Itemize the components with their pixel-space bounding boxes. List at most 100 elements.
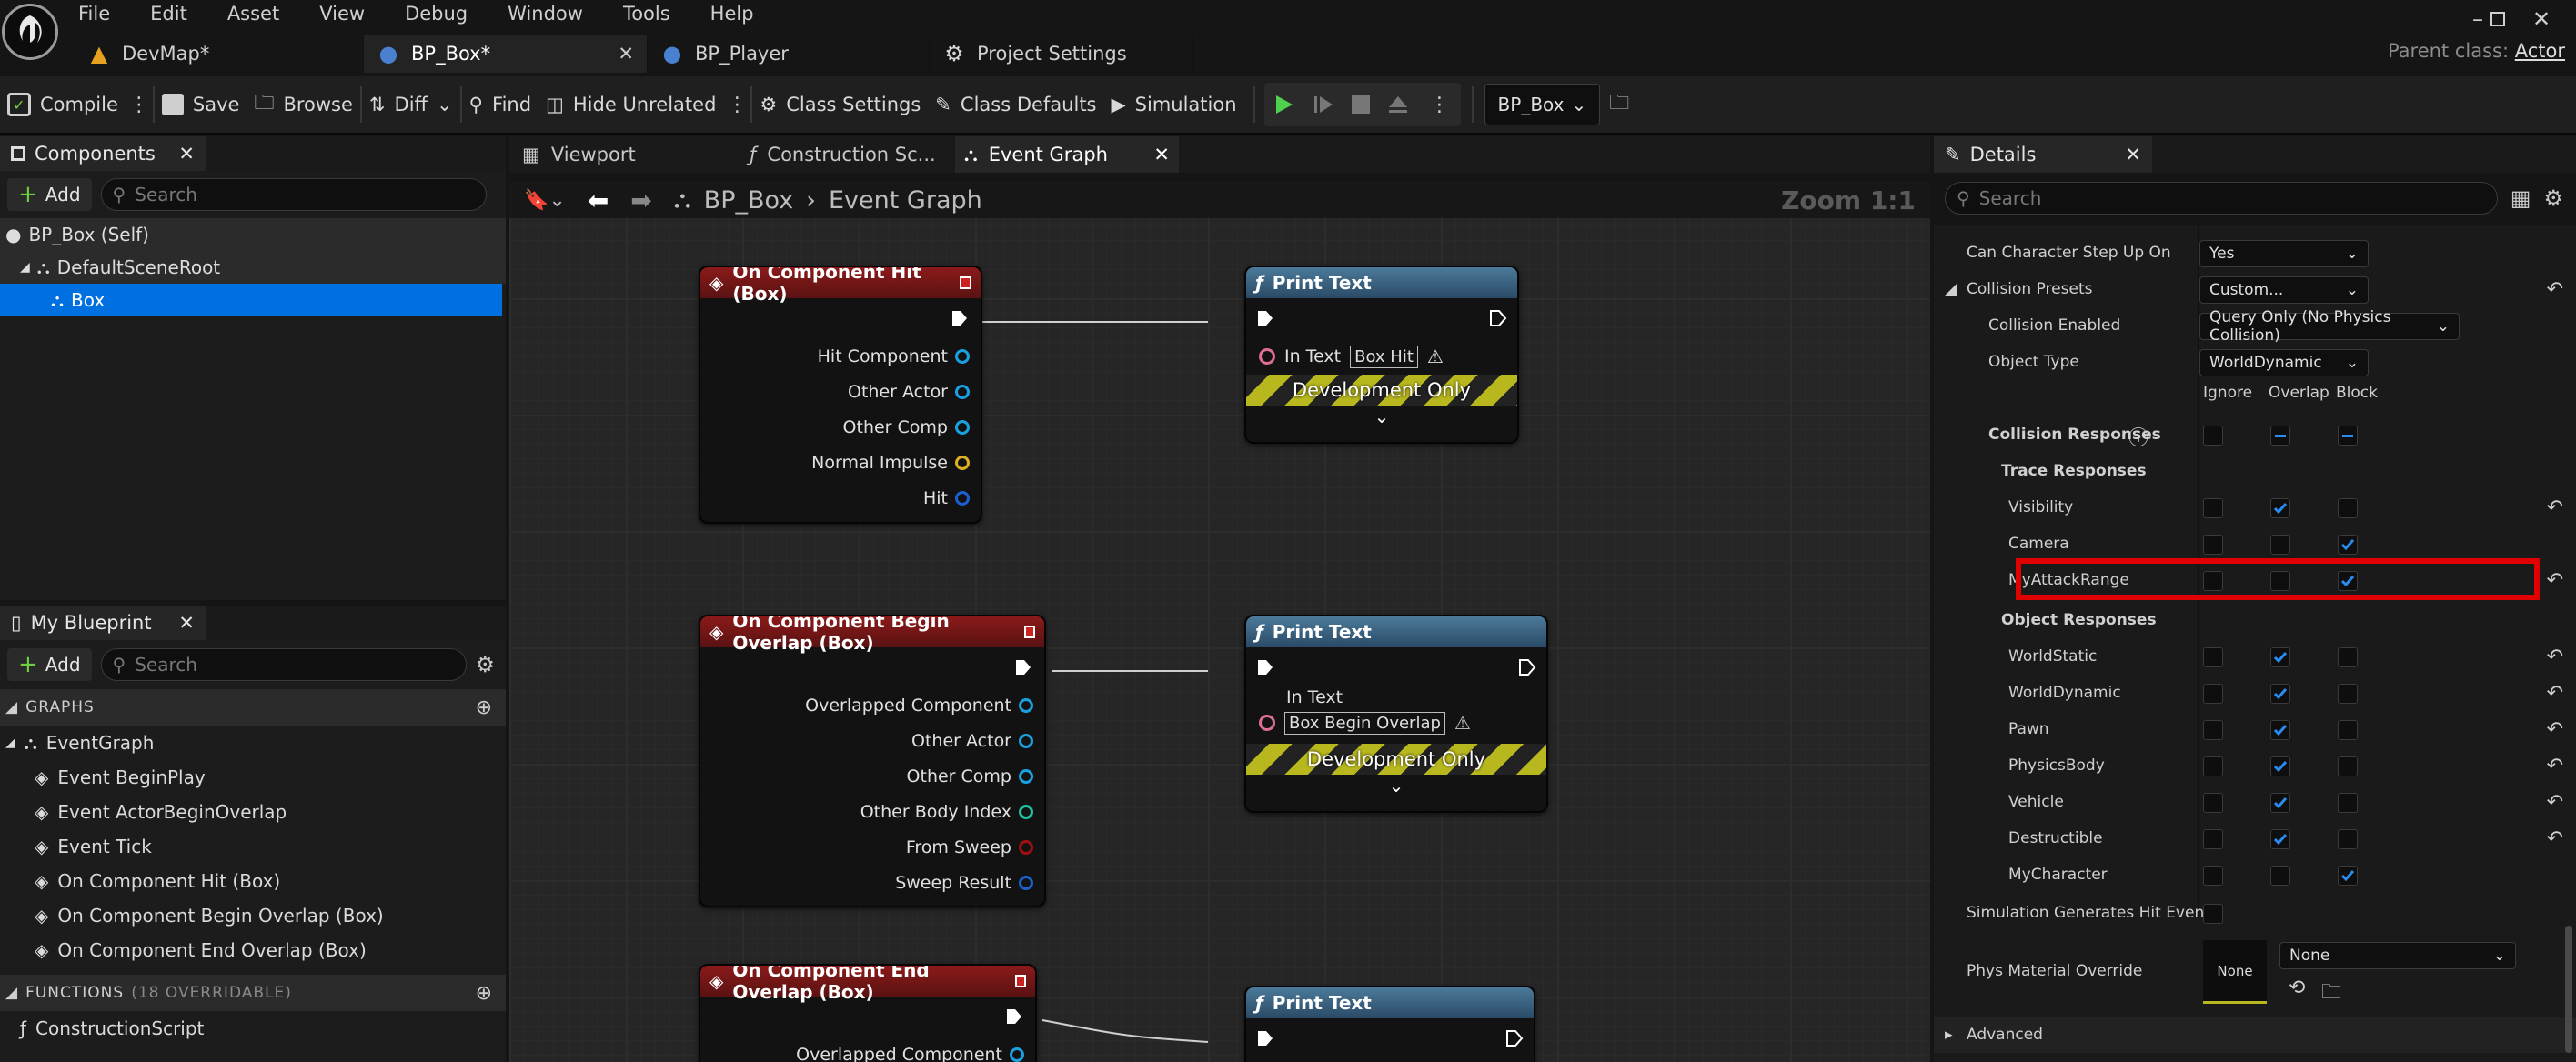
debug-object-dropdown[interactable]: BP_Box⌄: [1484, 84, 1601, 125]
exec-out-pin[interactable]: [1517, 657, 1537, 677]
exec-in-pin[interactable]: [1255, 1028, 1275, 1048]
list-item-eventgraph[interactable]: ◢⛬EventGraph: [5, 732, 155, 754]
expand-chevron-icon[interactable]: ⌄: [1374, 406, 1390, 427]
list-item-event[interactable]: ◈On Component Begin Overlap (Box): [35, 905, 384, 927]
close-icon[interactable]: ✕: [178, 143, 195, 165]
menu-file[interactable]: File: [78, 3, 111, 25]
overlap-checkbox[interactable]: [2270, 793, 2290, 813]
exec-in-pin[interactable]: [1255, 308, 1275, 328]
menu-asset[interactable]: Asset: [226, 3, 280, 25]
compile-options-icon[interactable]: ⋮: [128, 93, 149, 116]
eject-icon[interactable]: [1386, 93, 1410, 116]
block-checkbox[interactable]: [2338, 571, 2358, 591]
tab-event-graph[interactable]: ⛬Event Graph✕: [955, 136, 1179, 173]
overlap-checkbox[interactable]: [2270, 571, 2290, 591]
ignore-checkbox[interactable]: [2203, 866, 2223, 886]
object-type-dropdown[interactable]: WorldDynamic⌄: [2199, 349, 2369, 376]
class-defaults-button[interactable]: ✎Class Defaults: [935, 94, 1097, 115]
gear-icon[interactable]: ⚙: [475, 652, 496, 677]
block-checkbox[interactable]: [2338, 756, 2358, 776]
ignore-checkbox[interactable]: [2203, 571, 2223, 591]
pin-from-sweep[interactable]: From Sweep: [700, 829, 1044, 865]
list-item-event[interactable]: ◈Event BeginPlay: [35, 766, 206, 788]
close-icon[interactable]: ✕: [1153, 144, 1170, 165]
pin-other-comp[interactable]: Other Comp: [700, 758, 1044, 794]
class-settings-button[interactable]: ⚙Class Settings: [760, 94, 921, 115]
table-view-icon[interactable]: ▦: [2510, 185, 2531, 211]
delegate-pin-icon[interactable]: [1015, 975, 1026, 987]
pin-other-actor[interactable]: Other Actor: [700, 723, 1044, 758]
exec-pin[interactable]: [700, 298, 981, 338]
expand-arrow-icon[interactable]: ◢: [20, 260, 30, 275]
back-arrow-icon[interactable]: ⬅: [587, 185, 609, 215]
block-checkbox[interactable]: [2338, 684, 2358, 704]
event-graph-canvas[interactable]: 🔖⌄ ⬅ ➡ ⛬ BP_Box › Event Graph Zoom 1:1 ◈…: [509, 182, 1930, 1062]
tab-my-blueprint[interactable]: ▯ My Blueprint ✕: [0, 606, 206, 640]
block-checkbox[interactable]: [2338, 647, 2358, 667]
pin-normal-impulse[interactable]: Normal Impulse: [700, 445, 981, 480]
can-step-up-dropdown[interactable]: Yes⌄: [2199, 240, 2369, 267]
node-on-component-end-overlap[interactable]: ◈On Component End Overlap (Box) Overlapp…: [699, 964, 1037, 1062]
overlap-all-checkbox[interactable]: [2270, 426, 2290, 446]
add-function-icon[interactable]: ⊕: [475, 981, 493, 1005]
in-text-field[interactable]: Box Begin Overlap: [1284, 711, 1445, 735]
ignore-checkbox[interactable]: [2203, 720, 2223, 740]
exec-pin[interactable]: [700, 647, 1044, 687]
minimize-button[interactable]: –: [2472, 6, 2483, 32]
browse-folder-icon[interactable]: 🗀: [2321, 981, 2342, 1004]
tab-components[interactable]: Components ✕: [0, 136, 206, 171]
reset-arrow-icon[interactable]: ↶: [2546, 718, 2563, 741]
functions-section-header[interactable]: ◢FUNCTIONS(18 OVERRIDABLE) ⊕: [0, 975, 506, 1011]
diff-button[interactable]: ⇅Diff⌄: [368, 94, 453, 115]
block-checkbox[interactable]: [2338, 498, 2358, 518]
overlap-checkbox[interactable]: [2270, 720, 2290, 740]
menu-edit[interactable]: Edit: [150, 3, 187, 25]
overlap-checkbox[interactable]: [2270, 535, 2290, 555]
overlap-checkbox[interactable]: [2270, 829, 2290, 849]
unreal-logo-icon[interactable]: [2, 4, 58, 60]
tree-item-default-scene-root[interactable]: ◢⛬DefaultSceneRoot: [0, 251, 506, 284]
gear-icon[interactable]: ⚙: [2543, 185, 2563, 211]
expand-chevron-icon[interactable]: ⌄: [1388, 775, 1404, 796]
reset-arrow-icon[interactable]: ↶: [2546, 496, 2563, 519]
list-item-event[interactable]: ◈On Component Hit (Box): [35, 870, 281, 892]
pin-other-actor[interactable]: Other Actor: [700, 374, 981, 409]
overlap-checkbox[interactable]: [2270, 647, 2290, 667]
save-button[interactable]: Save: [155, 75, 247, 134]
parent-class-link[interactable]: Actor: [2514, 40, 2565, 62]
pin-in-text[interactable]: In Text Box Hit ⚠: [1246, 338, 1517, 375]
details-search[interactable]: ⚲Search: [1945, 182, 2498, 215]
components-search[interactable]: ⚲Search: [100, 178, 487, 211]
browse-button[interactable]: 🗀Browse: [247, 75, 359, 134]
ignore-checkbox[interactable]: [2203, 756, 2223, 776]
overlap-checkbox[interactable]: [2270, 866, 2290, 886]
simulation-button[interactable]: ▶Simulation: [1111, 94, 1237, 115]
pin-in-text[interactable]: Box Begin Overlap ⚠: [1246, 707, 1546, 738]
block-checkbox[interactable]: [2338, 866, 2358, 886]
compile-button[interactable]: ✓ Compile: [0, 75, 126, 134]
pin-overlapped-component[interactable]: Overlapped Component: [700, 687, 1044, 723]
reset-arrow-icon[interactable]: ↶: [2546, 646, 2563, 668]
ignore-checkbox[interactable]: [2203, 535, 2223, 555]
close-icon[interactable]: ✕: [2125, 144, 2141, 165]
block-checkbox[interactable]: [2338, 829, 2358, 849]
my-blueprint-search[interactable]: ⚲Search: [100, 648, 467, 681]
row-advanced[interactable]: ▸ Advanced: [1934, 1017, 2576, 1053]
exec-out-pin[interactable]: [1504, 1028, 1524, 1048]
overlap-checkbox[interactable]: [2270, 498, 2290, 518]
delegate-pin-icon[interactable]: [1024, 626, 1035, 638]
block-checkbox[interactable]: [2338, 535, 2358, 555]
pin-overlapped-component[interactable]: Overlapped Component: [700, 1037, 1035, 1062]
in-text-field[interactable]: Box Hit: [1350, 345, 1418, 368]
ignore-all-checkbox[interactable]: [2203, 426, 2223, 446]
exec-in-pin[interactable]: [1255, 657, 1275, 677]
tab-bp-player[interactable]: ●BP_Player: [648, 35, 930, 73]
pin-other-comp[interactable]: Other Comp: [700, 409, 981, 445]
hide-options-icon[interactable]: ⋮: [727, 93, 748, 116]
tab-viewport[interactable]: ▦Viewport: [522, 144, 636, 165]
bookmark-icon[interactable]: 🔖⌄: [524, 188, 566, 212]
